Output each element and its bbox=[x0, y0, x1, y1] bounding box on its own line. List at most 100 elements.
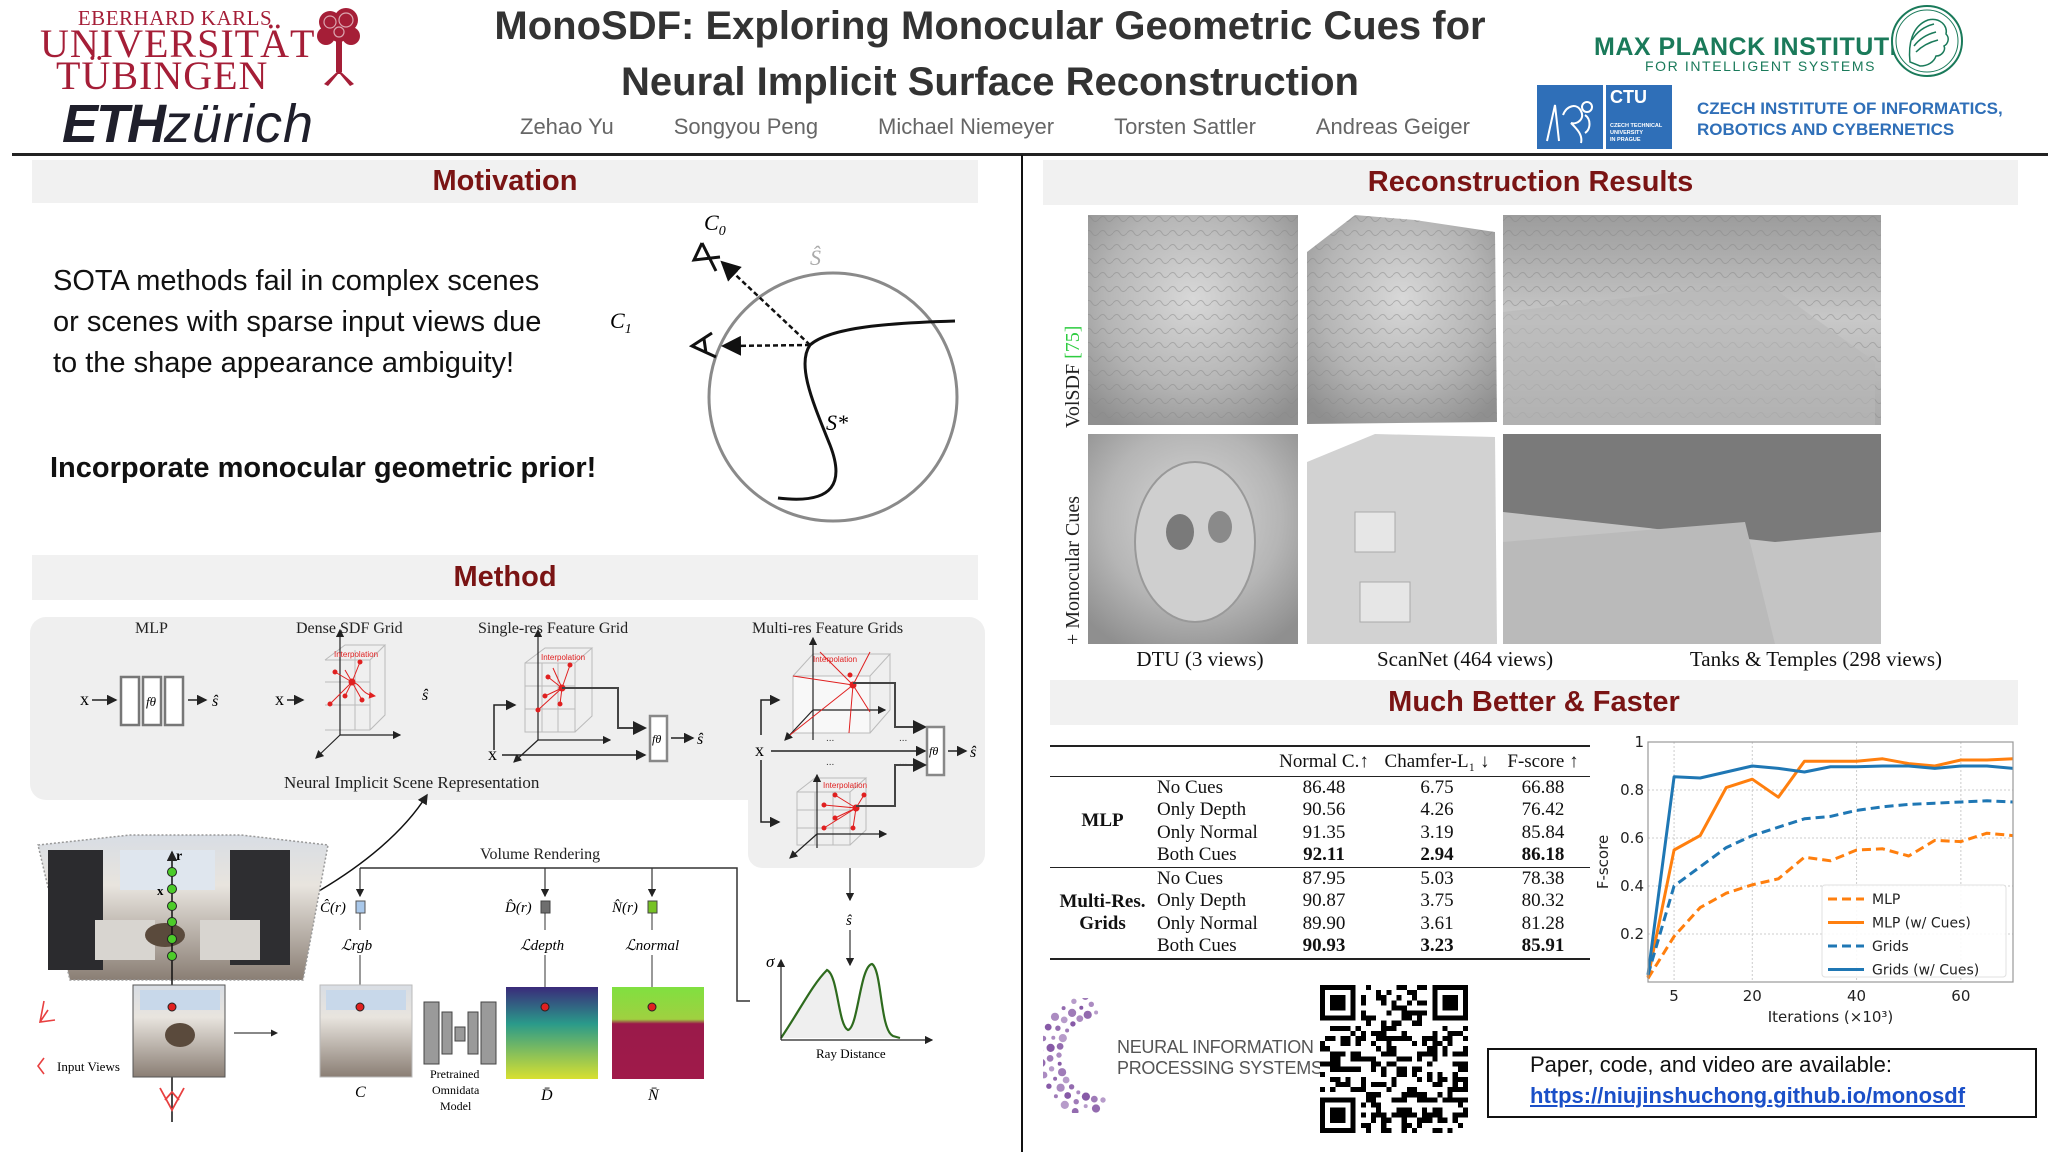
camera-c1-icon bbox=[688, 331, 717, 359]
neurips-dot bbox=[1057, 1061, 1062, 1066]
qr-module bbox=[1396, 1066, 1402, 1072]
qr-module bbox=[1422, 1010, 1428, 1016]
qr-module bbox=[1416, 1092, 1423, 1098]
sample-point-label: x bbox=[157, 883, 164, 898]
qr-module bbox=[1320, 1046, 1326, 1052]
reconstruction-grid bbox=[1088, 215, 1881, 644]
normal-target-label: N̄ bbox=[647, 1087, 660, 1104]
qr-module bbox=[1371, 1041, 1377, 1047]
qr-module bbox=[1437, 1076, 1443, 1082]
fscore-cell: 66.88 bbox=[1521, 776, 1565, 798]
qr-module bbox=[1452, 1051, 1458, 1057]
setting-cell: Both Cues bbox=[1157, 844, 1237, 865]
qr-module bbox=[1350, 1030, 1356, 1037]
qr-module bbox=[1396, 985, 1402, 991]
qr-module bbox=[1452, 1071, 1458, 1077]
qr-module bbox=[1447, 1036, 1453, 1042]
neurips-dot bbox=[1056, 1052, 1062, 1058]
f-theta-label: fθ bbox=[652, 732, 661, 746]
setting-cell: No Cues bbox=[1157, 867, 1223, 889]
qr-module bbox=[1371, 1081, 1377, 1088]
chart-y-tick-label: 0.2 bbox=[1620, 925, 1644, 943]
qr-module bbox=[1432, 1081, 1438, 1088]
x-input-label: x bbox=[488, 744, 497, 764]
qr-module bbox=[1427, 1071, 1433, 1077]
qr-module bbox=[1442, 1025, 1448, 1031]
neurips-dot bbox=[1046, 1043, 1055, 1052]
label-s-star: S* bbox=[826, 410, 848, 435]
table-row: Only Depth 90.87 3.75 80.32 bbox=[1050, 890, 1590, 913]
s-hat-output: ŝ bbox=[970, 744, 977, 761]
qr-code[interactable] bbox=[1318, 985, 1470, 1133]
chart-y-tick-label: 0.6 bbox=[1620, 829, 1644, 847]
qr-module bbox=[1376, 1081, 1382, 1088]
qr-finder bbox=[1350, 1097, 1356, 1133]
qr-module bbox=[1462, 1051, 1468, 1057]
qr-module bbox=[1381, 995, 1387, 1001]
qr-module bbox=[1416, 1000, 1423, 1006]
qr-module bbox=[1391, 1020, 1397, 1026]
qr-module bbox=[1386, 1061, 1392, 1067]
qr-module bbox=[1416, 1015, 1423, 1021]
qr-module bbox=[1462, 1107, 1468, 1113]
qr-module bbox=[1381, 1112, 1387, 1118]
qr-module bbox=[1335, 1076, 1341, 1082]
tuebingen-logo-top: EBERHARD KARLS bbox=[77, 6, 273, 30]
qr-module bbox=[1401, 1112, 1407, 1118]
qr-module bbox=[1432, 1112, 1438, 1118]
qr-module bbox=[1411, 1092, 1417, 1098]
qr-module bbox=[1335, 1066, 1341, 1072]
qr-module bbox=[1422, 1092, 1428, 1098]
qr-module bbox=[1401, 1127, 1407, 1133]
qr-module bbox=[1447, 1127, 1453, 1133]
chart-legend-label: MLP bbox=[1872, 892, 1900, 908]
qr-module bbox=[1432, 1036, 1438, 1042]
qr-module bbox=[1350, 1051, 1356, 1057]
qr-module bbox=[1406, 1056, 1412, 1062]
qr-module bbox=[1340, 1025, 1346, 1031]
qr-module bbox=[1457, 1122, 1463, 1128]
qr-module bbox=[1462, 1066, 1468, 1072]
qr-module bbox=[1427, 1046, 1433, 1052]
qr-module bbox=[1396, 1020, 1402, 1026]
qr-module bbox=[1345, 1081, 1351, 1088]
qr-module bbox=[1376, 1102, 1382, 1108]
ray-distance-label: Ray Distance bbox=[816, 1046, 886, 1061]
table-group-mlp: MLP No Cues 86.48 6.75 66.88 Only Depth … bbox=[1050, 776, 1590, 867]
setting-cell: Only Normal bbox=[1157, 821, 1258, 843]
qr-module bbox=[1355, 1066, 1361, 1072]
qr-module bbox=[1416, 1020, 1423, 1026]
qr-module bbox=[1376, 1030, 1382, 1037]
normal-cell: 90.93 bbox=[1302, 935, 1346, 956]
project-page-link[interactable]: https://niujinshuchong.github.io/monosdf bbox=[1530, 1083, 1966, 1108]
qr-module bbox=[1350, 1056, 1356, 1062]
qr-module bbox=[1447, 1092, 1453, 1098]
qr-module bbox=[1406, 1010, 1412, 1016]
column-divider bbox=[1021, 155, 1023, 1152]
rep-label-multi-res: Multi-res Feature Grids bbox=[752, 620, 904, 637]
qr-module bbox=[1401, 1056, 1407, 1062]
qr-module bbox=[1365, 1097, 1372, 1103]
author-list: Zehao Yu Songyou Peng Michael Niemeyer T… bbox=[520, 114, 1470, 140]
input-views-label: Input Views bbox=[57, 1059, 120, 1074]
volsdf-scannet-result bbox=[1307, 215, 1497, 424]
qr-module bbox=[1381, 1051, 1387, 1057]
qr-module bbox=[1340, 1081, 1346, 1088]
rep-label-single-res: Single-res Feature Grid bbox=[478, 620, 629, 637]
neurips-dot bbox=[1055, 1025, 1061, 1031]
qr-module bbox=[1416, 1056, 1423, 1062]
qr-module bbox=[1422, 1097, 1428, 1103]
qr-module bbox=[1360, 1015, 1366, 1021]
qr-module bbox=[1386, 1025, 1392, 1031]
qr-module bbox=[1381, 1117, 1387, 1123]
x-input-label: x bbox=[275, 689, 284, 709]
qr-module bbox=[1427, 1051, 1433, 1057]
dense-grid-block: x Interpolation ŝ bbox=[275, 628, 429, 759]
normal-cell: 89.90 bbox=[1302, 912, 1346, 934]
depth-target-label: D̄ bbox=[540, 1087, 553, 1104]
qr-module bbox=[1427, 1061, 1433, 1067]
neurips-dot bbox=[1065, 1028, 1070, 1033]
x-input-label: x bbox=[755, 740, 764, 760]
section-title: Method bbox=[453, 561, 557, 593]
ellipsis: ... bbox=[826, 733, 834, 744]
